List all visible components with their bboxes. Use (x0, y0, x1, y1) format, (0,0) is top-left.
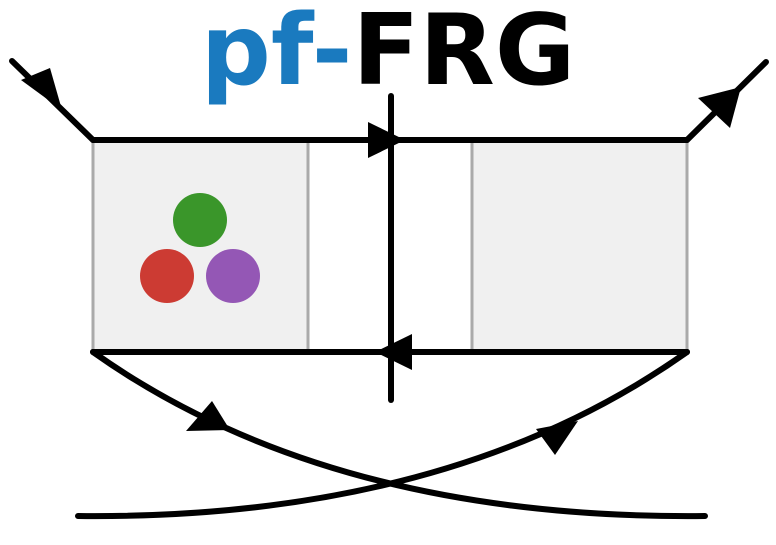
dot-purple (206, 249, 260, 303)
right-vertex-box (470, 138, 689, 354)
three-dots-icon (140, 193, 260, 303)
logo-title-prefix: pf- (201, 0, 353, 108)
top-line-arrow-icon (368, 122, 405, 158)
logo-title-main: FRG (352, 0, 575, 108)
dot-green (173, 193, 227, 247)
outgoing-leg-arrow-icon (698, 87, 741, 128)
lower-curve-left-to-right (90, 349, 708, 520)
lower-left-curve-arrow-icon (186, 401, 230, 431)
incoming-leg-arrow-icon (21, 68, 62, 110)
dot-red (140, 249, 194, 303)
lower-right-curve-arrow-icon (536, 421, 578, 455)
logo-title: pf-FRG (201, 0, 576, 108)
lower-curve-right-to-left (75, 349, 690, 520)
